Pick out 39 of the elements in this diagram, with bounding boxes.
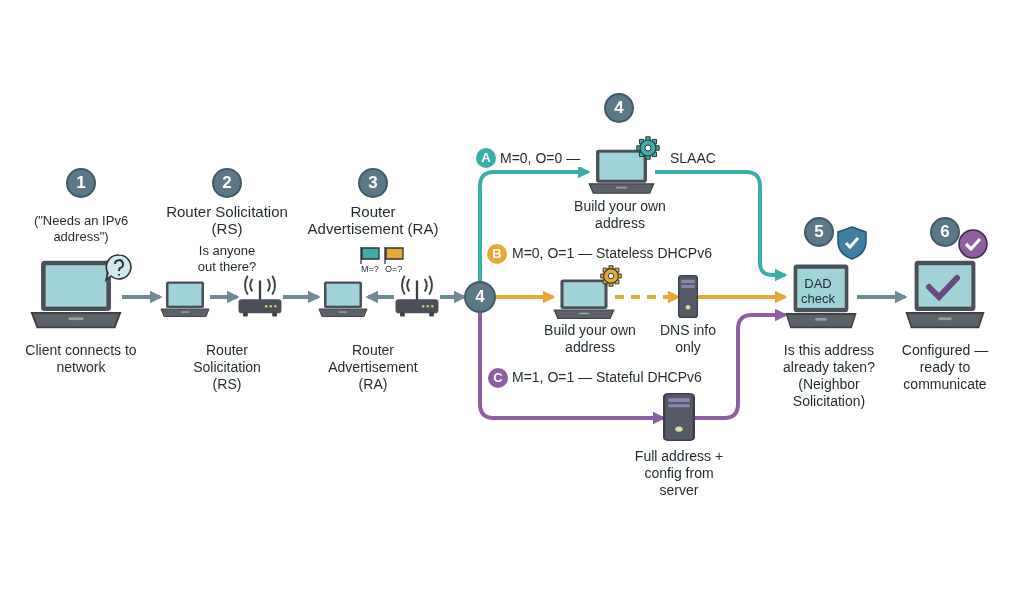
node-label: DNS info only (659, 322, 717, 356)
arrow (210, 290, 240, 304)
node-label: Is this address already taken? (Neighbor Solicitation) (782, 342, 876, 410)
node-label: Build your own address (544, 322, 636, 356)
step-badge: 6 (930, 217, 960, 247)
step-badge: 2 (212, 168, 242, 198)
flag-label: O=? (385, 264, 404, 275)
arrow (365, 290, 394, 304)
step-badge: 4 (604, 93, 634, 123)
node-label: Router Solicitation (RS) (192, 342, 262, 393)
arrow (122, 290, 163, 304)
arrow (496, 290, 556, 304)
flag-label: M=? (361, 264, 380, 275)
arrow (283, 290, 321, 304)
arrow (655, 170, 788, 282)
note-text: Is anyone out there? (196, 243, 258, 275)
node-label: Configured — ready to communicate (900, 342, 990, 393)
option-badge: B (487, 244, 507, 264)
node-label: Client connects to network (25, 342, 137, 376)
note-text: ("Needs an IPv6 address") (33, 213, 129, 245)
arrow (698, 290, 788, 304)
node-label: Full address + config from server (633, 448, 725, 499)
option-badge: A (476, 148, 496, 168)
edge-label: M=0, O=0 — (498, 150, 583, 167)
arrow (695, 308, 788, 420)
option-badge: C (488, 368, 508, 388)
edge-label: M=1, O=1 — Stateful DHCPv6 (510, 369, 704, 386)
step-title: Router Advertisement (RA) (306, 203, 440, 237)
branch-circle: 4 (464, 281, 496, 313)
node-label: Build your own address (574, 198, 666, 232)
step-badge: 5 (804, 217, 834, 247)
step-badge: 3 (358, 168, 388, 198)
step-title: Router Solicitation (RS) (166, 203, 288, 237)
step-badge: 1 (66, 168, 96, 198)
edge-label: M=0, O=1 — Stateless DHCPv6 (510, 245, 714, 262)
screen-text: DAD check (800, 276, 836, 306)
arrow (857, 290, 908, 304)
arrow (478, 165, 591, 281)
node-label: Router Advertisement (RA) (327, 342, 419, 393)
